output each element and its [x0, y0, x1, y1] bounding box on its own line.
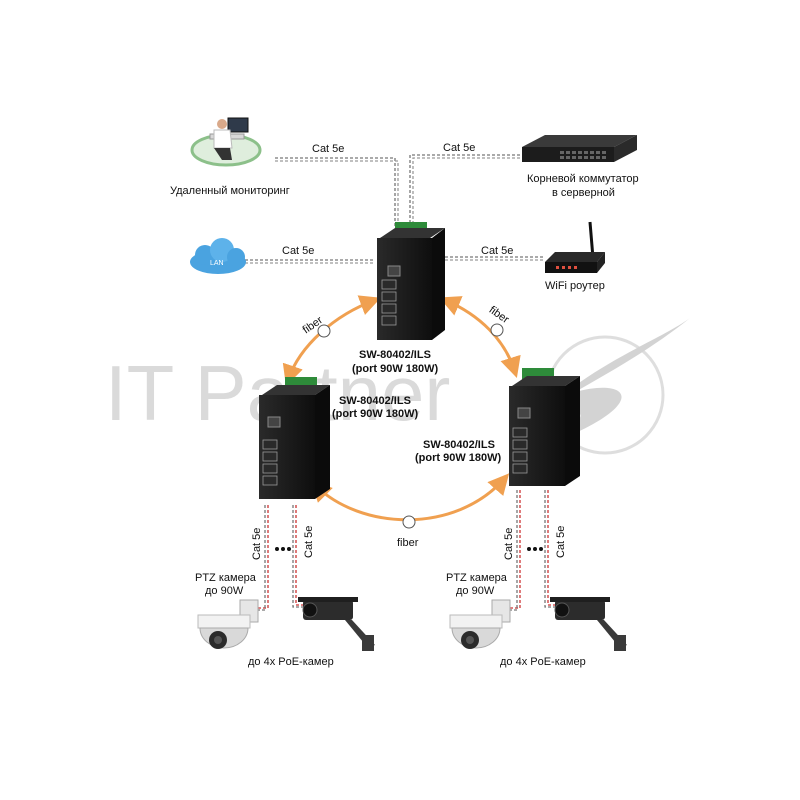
- bullet-camera-icon: [550, 597, 627, 651]
- cat-label-vertical-2: Cat 5e: [303, 526, 315, 558]
- root-switch-node: Корневой коммутатор в серверной: [522, 135, 639, 199]
- cable-left-ptz: [258, 505, 269, 609]
- fiber-arrow-right: [439, 296, 521, 379]
- fiber-arrow-bottom: [310, 473, 510, 522]
- remote-monitoring-node: Удаленный мониторинг: [170, 117, 290, 197]
- fiber-coil-icon: [402, 515, 416, 529]
- industrial-switch-icon: [259, 377, 330, 499]
- camera-group-left: PTZ камера до 90W до 4x PoE-камер: [195, 572, 375, 668]
- root-switch-label-line1: Корневой коммутатор: [527, 173, 639, 185]
- cat-label-mid-left: Cat 5e: [282, 245, 314, 257]
- wifi-router-label: WiFi роутер: [545, 280, 605, 292]
- fiber-label-bottom: fiber: [397, 537, 419, 549]
- cable-root-switch: [409, 154, 520, 228]
- wifi-router-node: WiFi роутер: [545, 221, 605, 292]
- cloud-icon: [190, 238, 246, 274]
- workstation-icon: [190, 117, 262, 167]
- switch-top-model: SW-80402/ILS: [359, 349, 431, 361]
- switch-right-model: SW-80402/ILS: [423, 439, 495, 451]
- poe-label-right: до 4x PoE-камер: [500, 656, 586, 668]
- industrial-switch-icon: [377, 222, 445, 340]
- cat-label-top-right: Cat 5e: [443, 142, 475, 154]
- fiber-coil-icon: [317, 324, 331, 338]
- fiber-label-right: fiber: [487, 304, 512, 326]
- switch-right-ports: (port 90W 180W): [415, 452, 502, 464]
- lan-node: LAN: [190, 238, 246, 274]
- switch-top-ports: (port 90W 180W): [352, 363, 439, 375]
- cat-label-mid-right: Cat 5e: [481, 245, 513, 257]
- ptz-label-right-line2: до 90W: [456, 585, 495, 597]
- bullet-camera-icon: [298, 597, 375, 651]
- switch-top: SW-80402/ILS (port 90W 180W): [352, 222, 445, 375]
- cat-label-vertical-1: Cat 5e: [251, 528, 263, 560]
- cable-remote-monitoring: [275, 157, 396, 228]
- ellipsis-dots: [275, 547, 543, 551]
- switch-left-model: SW-80402/ILS: [339, 395, 411, 407]
- ptz-dome-camera-icon: [197, 599, 259, 649]
- fiber-coil-icon: [490, 323, 504, 337]
- cat-label-vertical-3: Cat 5e: [503, 528, 515, 560]
- poe-label-left: до 4x PoE-камер: [248, 656, 334, 668]
- ptz-label-right-line1: PTZ камера: [446, 572, 508, 584]
- industrial-switch-icon: [509, 368, 580, 486]
- router-icon: [545, 221, 605, 273]
- cat-label-vertical-4: Cat 5e: [555, 526, 567, 558]
- switch-left-ports: (port 90W 180W): [332, 408, 419, 420]
- ptz-label-left-line1: PTZ камера: [195, 572, 257, 584]
- switch-left: SW-80402/ILS (port 90W 180W): [259, 377, 419, 499]
- ptz-dome-camera-icon: [449, 599, 511, 649]
- switch-right: SW-80402/ILS (port 90W 180W): [415, 368, 580, 486]
- rack-switch-icon: [522, 135, 637, 162]
- camera-group-right: PTZ камера до 90W до 4x PoE-камер: [446, 572, 627, 668]
- cable-right-ptz: [510, 490, 521, 609]
- fiber-connector-icons: [317, 323, 504, 529]
- remote-monitoring-label: Удаленный мониторинг: [170, 185, 290, 197]
- cat-label-top-left: Cat 5e: [312, 143, 344, 155]
- root-switch-label-line2: в серверной: [552, 187, 615, 199]
- lan-label: LAN: [210, 260, 224, 267]
- ptz-label-left-line2: до 90W: [205, 585, 244, 597]
